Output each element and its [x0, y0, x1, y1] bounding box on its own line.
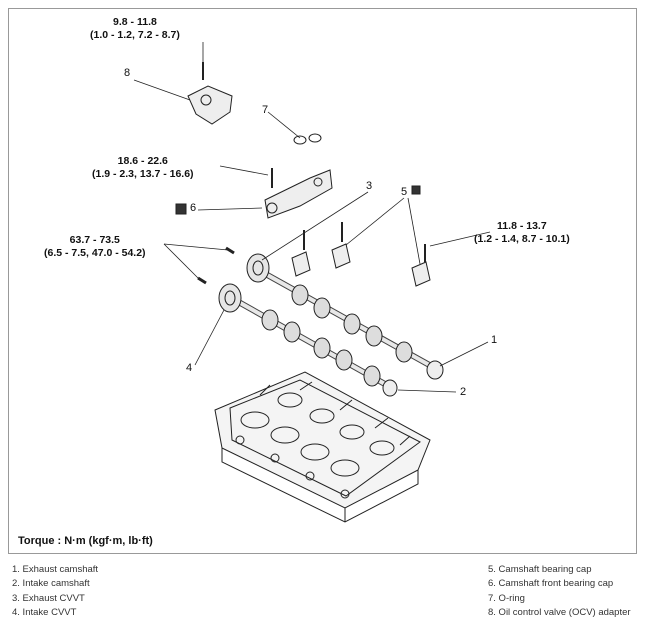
legend-item: 2. Intake camshaft	[12, 578, 90, 590]
torque-unit-note: Torque : N·m (kgf·m, lb·ft)	[18, 535, 153, 547]
callout-7: 7	[262, 104, 269, 116]
legend-item: 8. Oil control valve (OCV) adapter	[488, 606, 631, 618]
cvvt-bolts	[197, 246, 235, 285]
callout-1: 1	[491, 334, 498, 346]
callout-4: 4	[186, 362, 193, 374]
o-rings	[293, 133, 322, 145]
torque-cvvt: 63.7 - 73.5 (6.5 - 7.5, 47.0 - 54.2)	[44, 234, 146, 259]
torque-front-cap: 18.6 - 22.6 (1.9 - 2.3, 13.7 - 16.6)	[92, 155, 194, 180]
exhaust-camshaft	[260, 269, 444, 380]
legend-item: 5. Camshaft bearing cap	[488, 564, 592, 575]
callout-3: 3	[366, 180, 373, 192]
legend-item: 4. Intake CVVT	[12, 606, 77, 618]
legend-item: 1. Exhaust camshaft	[12, 564, 99, 575]
intake-cvvt	[218, 283, 242, 313]
legend-item: 6. Camshaft front bearing cap	[488, 578, 614, 590]
cylinder-head	[214, 371, 431, 523]
callout-6: 6	[190, 202, 197, 214]
legend-left: 1. Exhaust camshaft 2. Intake camshaft 3…	[12, 563, 98, 620]
torque-ocv-adapter: 9.8 - 11.8 (1.0 - 1.2, 7.2 - 8.7)	[90, 16, 180, 41]
legend-right: 5. Camshaft bearing cap 6. Camshaft fron…	[488, 563, 631, 620]
leader-lines	[133, 42, 491, 393]
callout-2: 2	[460, 386, 467, 398]
callout-8: 8	[124, 67, 131, 79]
camshaft-front-bearing-cap	[264, 168, 333, 219]
torque-bearing-cap: 11.8 - 13.7 (1.2 - 1.4, 8.7 - 10.1)	[474, 220, 570, 245]
camshaft-bearing-caps	[291, 222, 431, 287]
legend-item: 3. Exhaust CVVT	[12, 592, 85, 604]
ocv-adapter	[187, 62, 233, 125]
oil-symbols	[175, 185, 421, 215]
intake-camshaft	[233, 297, 398, 397]
exhaust-cvvt	[246, 253, 270, 283]
legend-item: 7. O-ring	[488, 592, 525, 604]
callout-5: 5	[401, 186, 408, 198]
